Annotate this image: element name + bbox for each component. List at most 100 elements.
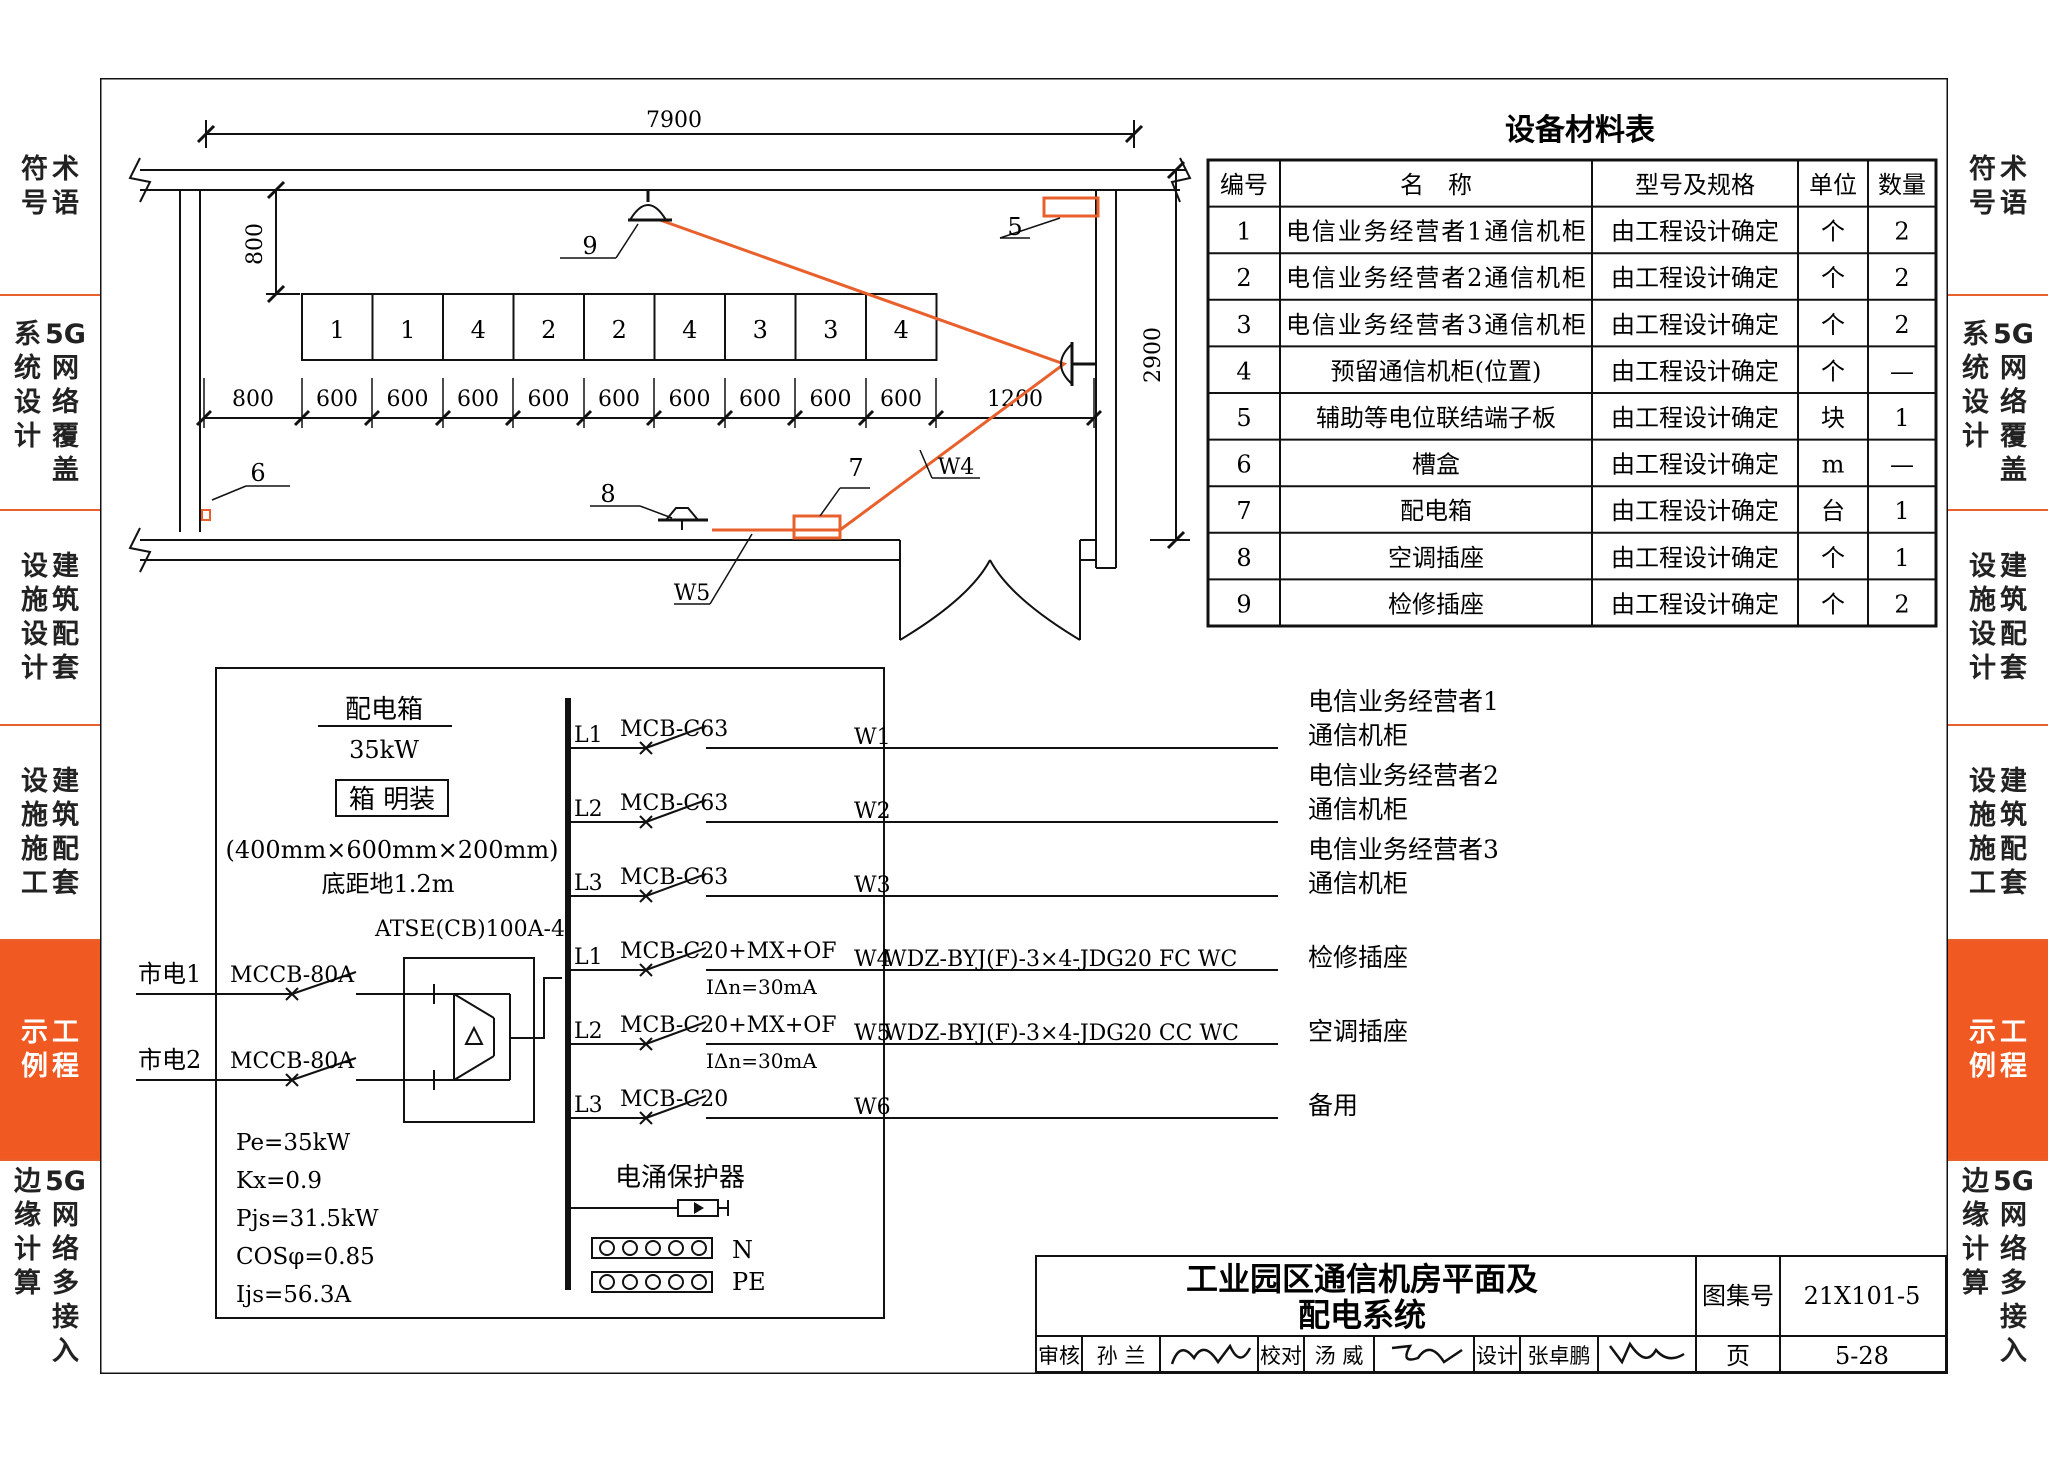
load-parameter: Kx=0.9 <box>236 1168 322 1194</box>
ac-socket-symbol <box>658 507 708 530</box>
table-cell: 由工程设计确定 <box>1611 590 1779 618</box>
row-dim-label: 600 <box>880 387 922 412</box>
breaker-contact <box>645 1021 707 1045</box>
row-dim-label: 600 <box>739 387 781 412</box>
surge-label: 电涌保护器 <box>615 1163 745 1193</box>
dim-slash <box>195 409 213 427</box>
chapter-tab-3[interactable]: 建筑配套设施设计 <box>0 510 100 725</box>
chapter-tab-1[interactable]: 术语符号 <box>1948 78 2048 295</box>
box-size: (400mm×600mm×200mm) <box>226 836 559 864</box>
chapter-tab-text: 工程 <box>52 1017 79 1082</box>
cabinet-number: 3 <box>823 316 838 344</box>
review-label: 审核 <box>1038 1344 1080 1368</box>
tab-divider <box>0 294 100 296</box>
table-cell: 由工程设计确定 <box>1611 497 1779 525</box>
breaker-cross <box>285 1073 299 1087</box>
dim-slash <box>293 409 311 427</box>
atse-label: ATSE(CB)100A-4 <box>374 917 565 942</box>
row-dim-label: 600 <box>316 387 358 412</box>
load-parameter: Pjs=31.5kW <box>236 1206 379 1232</box>
tab-divider <box>0 509 100 511</box>
cabinet-number: 4 <box>682 316 697 344</box>
circuit-phase: L1 <box>574 945 603 970</box>
n-label: N <box>732 1236 753 1264</box>
cabinet-number: 2 <box>612 316 627 344</box>
check-label: 校对 <box>1260 1344 1302 1368</box>
table-header: 单位 <box>1809 171 1857 199</box>
input-breaker: MCCB-80A <box>230 963 355 988</box>
tab-divider <box>1948 724 2048 726</box>
row-dim-label: 600 <box>669 387 711 412</box>
cabinet-number: 1 <box>330 316 345 344</box>
circuit-cable: WDZ-BYJ(F)-3×4-JDG20 FC WC <box>884 947 1237 972</box>
table-cell: 槽盒 <box>1412 451 1460 479</box>
pe-bar <box>591 1271 713 1293</box>
table-cell: 检修插座 <box>1388 590 1484 618</box>
box-power: 35kW <box>349 736 419 764</box>
table-cell: — <box>1890 357 1914 385</box>
circuit-breaker: MCB-C20+MX+OF <box>620 1013 837 1038</box>
circuit-load: 电信业务经营者3 <box>1308 835 1499 864</box>
row-dim-label: 600 <box>598 387 640 412</box>
reviewer-signature <box>1170 1343 1252 1365</box>
table-cell: 3 <box>1236 311 1251 339</box>
table-cell: 个 <box>1821 544 1845 572</box>
n-bar <box>591 1237 713 1259</box>
table-cell: 台 <box>1821 497 1845 525</box>
table-cell: 个 <box>1821 357 1845 385</box>
maintenance-socket-right-symbol <box>1060 341 1096 387</box>
circuit-load: 通信机柜 <box>1308 721 1408 750</box>
table-header: 型号及规格 <box>1635 171 1755 199</box>
chapter-tab-5[interactable]: 工程示例 <box>0 940 100 1160</box>
dim-slash <box>927 409 945 427</box>
chapter-tab-text: 设施设计 <box>21 550 48 684</box>
materials-table-title: 设备材料表 <box>1505 113 1655 148</box>
tab-divider <box>1948 939 2048 941</box>
circuit-wire: W1 <box>854 725 891 750</box>
tab-divider <box>0 1159 100 1161</box>
chapter-tab-4[interactable]: 建筑配套设施施工 <box>1948 725 2048 940</box>
load-parameter: Ijs=56.3A <box>236 1282 352 1308</box>
surge-protector-symbol <box>568 1199 729 1217</box>
distribution-box-symbol <box>792 514 842 540</box>
chapter-tab-text: 示例 <box>1969 1017 1996 1082</box>
callout-6: 6 <box>250 459 265 487</box>
tab-divider <box>1948 294 2048 296</box>
callout-9: 9 <box>582 232 597 260</box>
row-dim-label: 600 <box>810 387 852 412</box>
chapter-tab-5[interactable]: 工程示例 <box>1948 940 2048 1160</box>
circuit-breaker: MCB-C20+MX+OF <box>620 939 837 964</box>
circuit-phase: L2 <box>574 1019 603 1044</box>
chapter-tab-4[interactable]: 建筑配套设施施工 <box>0 725 100 940</box>
circuit-load: 电信业务经营者2 <box>1308 761 1499 790</box>
breaker-contact <box>645 873 707 897</box>
circuit-wire: W3 <box>854 873 891 898</box>
chapter-tab-3[interactable]: 建筑配套设施设计 <box>1948 510 2048 725</box>
cabinet-number: 1 <box>400 316 415 344</box>
cabinet <box>865 293 938 361</box>
chapter-tab-text: 设施施工 <box>1969 765 1996 899</box>
atse-box <box>403 957 535 1123</box>
table-cell: 8 <box>1236 544 1251 572</box>
table-cell: 个 <box>1821 311 1845 339</box>
input-breaker: MCCB-80A <box>230 1049 355 1074</box>
table-cell: 1 <box>1894 544 1909 572</box>
table-cell: 1 <box>1236 218 1251 246</box>
breaker-contact <box>645 725 707 749</box>
circuit-phase: L3 <box>574 871 603 896</box>
row-dim-label: 600 <box>457 387 499 412</box>
chapter-tab-1[interactable]: 术语符号 <box>0 78 100 295</box>
drawing-title-line2: 配电系统 <box>1298 1296 1426 1334</box>
table-cell: 2 <box>1894 311 1909 339</box>
circuit-wire: W2 <box>854 799 891 824</box>
designer-name: 张卓鹏 <box>1528 1344 1591 1368</box>
dim-width-label: 7900 <box>646 108 702 133</box>
